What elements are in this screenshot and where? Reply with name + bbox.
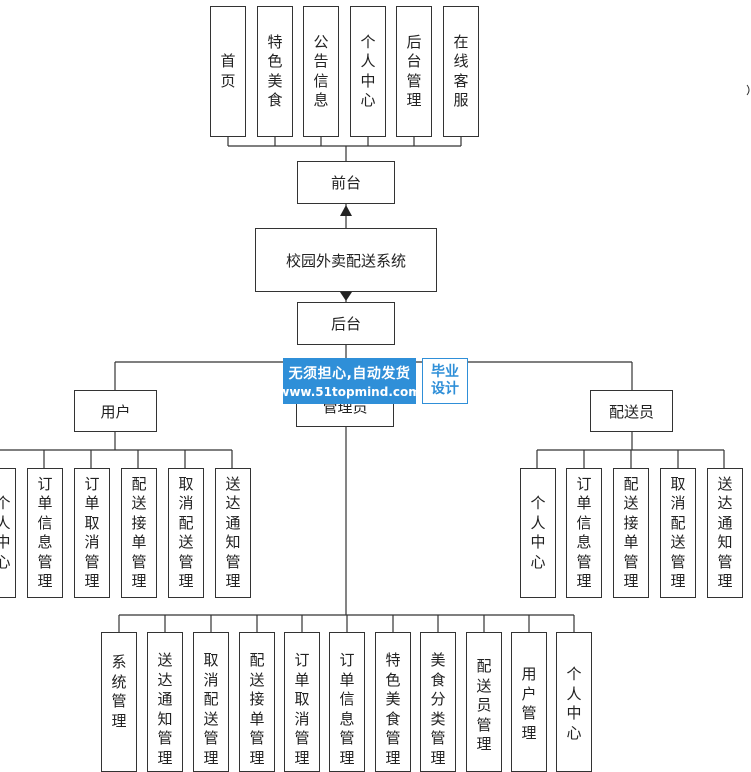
role-user: 用户 <box>74 390 157 432</box>
watermark-tag-line1: 毕业 <box>431 364 459 380</box>
user-module-1: 订单信息管理 <box>27 468 63 598</box>
watermark-tag: 毕业 设计 <box>422 358 468 404</box>
admin-module-10: 个人中心 <box>556 632 592 772</box>
frontend-node: 前台 <box>297 161 395 204</box>
admin-module-1: 送达通知管理 <box>147 632 183 772</box>
watermark-url: www.51topmind.com <box>278 385 421 399</box>
admin-module-4: 订单取消管理 <box>284 632 320 772</box>
frontend-module-0: 首页 <box>210 6 246 137</box>
system-node: 校园外卖配送系统 <box>255 228 437 292</box>
watermark-slogan: 无须担心,自动发货 <box>288 366 411 382</box>
user-module-3: 配送接单管理 <box>121 468 157 598</box>
user-module-5: 送达通知管理 <box>215 468 251 598</box>
admin-module-7: 美食分类管理 <box>420 632 456 772</box>
courier-module-0: 个人中心 <box>520 468 556 598</box>
courier-module-3: 取消配送管理 <box>660 468 696 598</box>
user-module-2: 订单取消管理 <box>74 468 110 598</box>
frontend-module-3: 个人中心 <box>350 6 386 137</box>
courier-module-1: 订单信息管理 <box>566 468 602 598</box>
frontend-module-4: 后台管理 <box>396 6 432 137</box>
admin-module-2: 取消配送管理 <box>193 632 229 772</box>
watermark-tag-line2: 设计 <box>431 381 459 397</box>
user-module-0: 个人中心 <box>0 468 16 598</box>
watermark-banner: 无须担心,自动发货 www.51topmind.com 毕业 设计 <box>278 358 468 404</box>
admin-module-9: 用户管理 <box>511 632 547 772</box>
frontend-module-5: 在线客服 <box>443 6 479 137</box>
user-module-4: 取消配送管理 <box>168 468 204 598</box>
frontend-module-2: 公告信息 <box>303 6 339 137</box>
admin-module-6: 特色美食管理 <box>375 632 411 772</box>
frontend-module-1: 特色美食 <box>257 6 293 137</box>
role-courier: 配送员 <box>590 390 673 432</box>
backend-node: 后台 <box>297 302 395 345</box>
admin-module-0: 系统管理 <box>101 632 137 772</box>
admin-module-3: 配送接单管理 <box>239 632 275 772</box>
watermark-main: 无须担心,自动发货 www.51topmind.com <box>278 358 421 404</box>
admin-module-8: 配送员管理 <box>466 632 502 772</box>
courier-module-2: 配送接单管理 <box>613 468 649 598</box>
admin-module-5: 订单信息管理 <box>329 632 365 772</box>
courier-module-4: 送达通知管理 <box>707 468 743 598</box>
